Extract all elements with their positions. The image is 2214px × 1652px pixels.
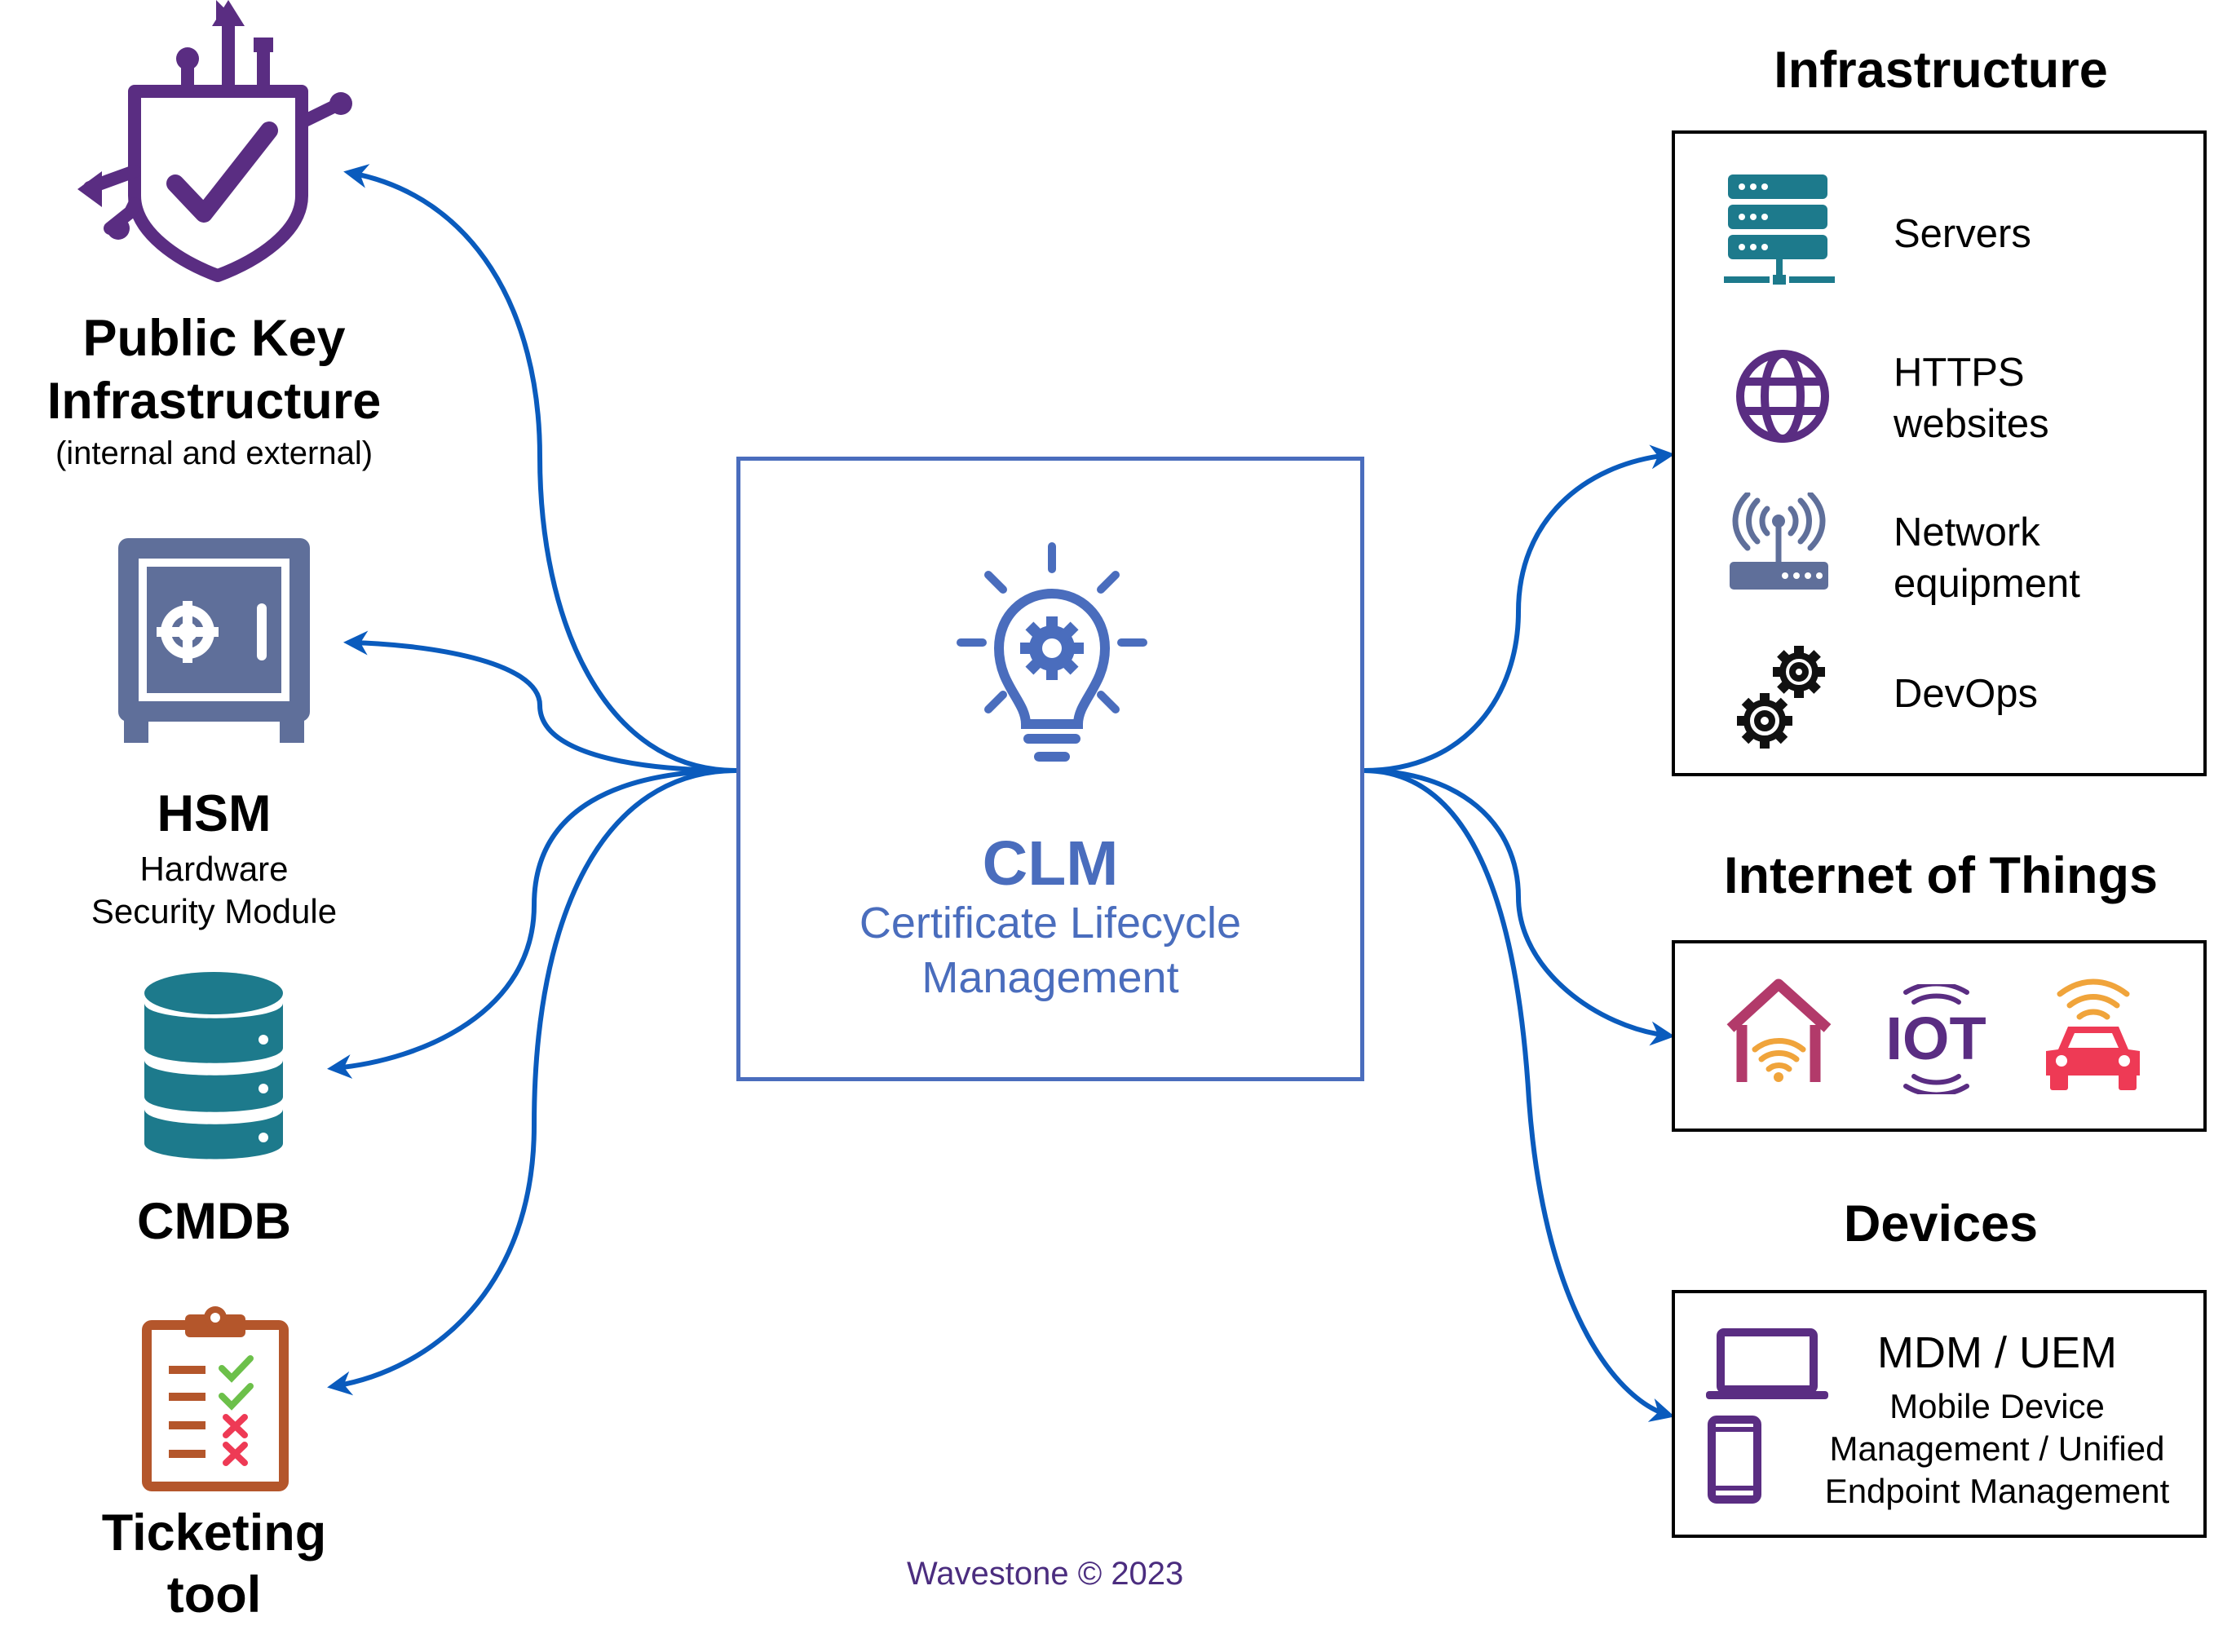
arrow-to-infrastructure bbox=[1363, 444, 1675, 773]
hsm-title: HSM bbox=[157, 785, 272, 842]
pki-title-line1: Public Key bbox=[82, 310, 346, 367]
infrastructure-header: Infrastructure bbox=[1774, 42, 2108, 99]
pki-title-line2: Infrastructure bbox=[46, 373, 382, 430]
gears-icon bbox=[1737, 646, 1825, 749]
smartphone-icon bbox=[1708, 1416, 1761, 1504]
hsm-subtitle-line1: Hardware bbox=[139, 850, 289, 888]
server-rack-icon bbox=[1724, 174, 1835, 285]
connected-car-icon bbox=[2046, 978, 2140, 1090]
arrow-to-pki bbox=[343, 164, 737, 773]
copyright-footer: Wavestone © 2023 bbox=[907, 1556, 1184, 1592]
clm-box: CLM Certificate Lifecycle Management bbox=[736, 457, 1364, 1081]
infra-item-servers-label: Servers bbox=[1894, 212, 2031, 256]
ticketing-title-line1: Ticketing bbox=[101, 1504, 327, 1561]
pki-subtitle: (internal and external) bbox=[55, 435, 373, 471]
devices-subtitle-line1: Mobile Device bbox=[1889, 1387, 2105, 1425]
infra-item-network-label-line1: Network bbox=[1894, 510, 2040, 554]
clm-title: CLM bbox=[982, 828, 1119, 899]
cmdb-title: CMDB bbox=[137, 1193, 291, 1250]
infra-item-network-label-line2: equipment bbox=[1894, 562, 2080, 606]
arrow-to-cmdb bbox=[327, 768, 737, 1080]
arrow-to-iot bbox=[1363, 768, 1675, 1046]
devices-subtitle-line3: Endpoint Management bbox=[1824, 1472, 2170, 1510]
devices-title: MDM / UEM bbox=[1877, 1328, 2117, 1377]
devices-subtitle-line2: Management / Unified bbox=[1829, 1429, 2165, 1468]
globe-icon bbox=[1736, 350, 1829, 443]
ticketing-title-line2: tool bbox=[166, 1566, 262, 1623]
infra-item-devops-label: DevOps bbox=[1894, 672, 2039, 716]
safe-icon bbox=[118, 538, 310, 743]
arrow-to-hsm bbox=[343, 630, 737, 773]
router-icon bbox=[1730, 493, 1828, 590]
iot-text: IOT bbox=[1885, 1005, 1986, 1072]
arrow-to-devices bbox=[1363, 768, 1675, 1422]
devices-panel: MDM / UEM Mobile Device Management / Uni… bbox=[1672, 1290, 2207, 1538]
infrastructure-panel: Servers HTTPS websites Network equipment bbox=[1672, 130, 2207, 776]
hsm-subtitle-line2: Security Module bbox=[91, 892, 338, 930]
iot-header: Internet of Things bbox=[1724, 847, 2158, 904]
infra-item-https-label-line1: HTTPS bbox=[1894, 351, 2025, 395]
lightbulb-gear-icon bbox=[957, 542, 1147, 762]
database-icon bbox=[144, 972, 283, 1159]
iot-panel: IOT bbox=[1672, 940, 2207, 1132]
clm-subtitle-line2: Management bbox=[921, 953, 1179, 1002]
clm-subtitle-line1: Certificate Lifecycle bbox=[859, 899, 1242, 947]
laptop-icon bbox=[1706, 1328, 1828, 1399]
shield-check-icon bbox=[77, 0, 352, 282]
arrow-to-ticketing bbox=[327, 768, 737, 1396]
infra-item-https-label-line2: websites bbox=[1894, 402, 2049, 446]
clipboard-checklist-icon bbox=[142, 1306, 289, 1491]
iot-icon: IOT bbox=[1885, 984, 1986, 1094]
devices-header: Devices bbox=[1843, 1195, 2039, 1252]
smart-home-icon bbox=[1726, 978, 1832, 1082]
